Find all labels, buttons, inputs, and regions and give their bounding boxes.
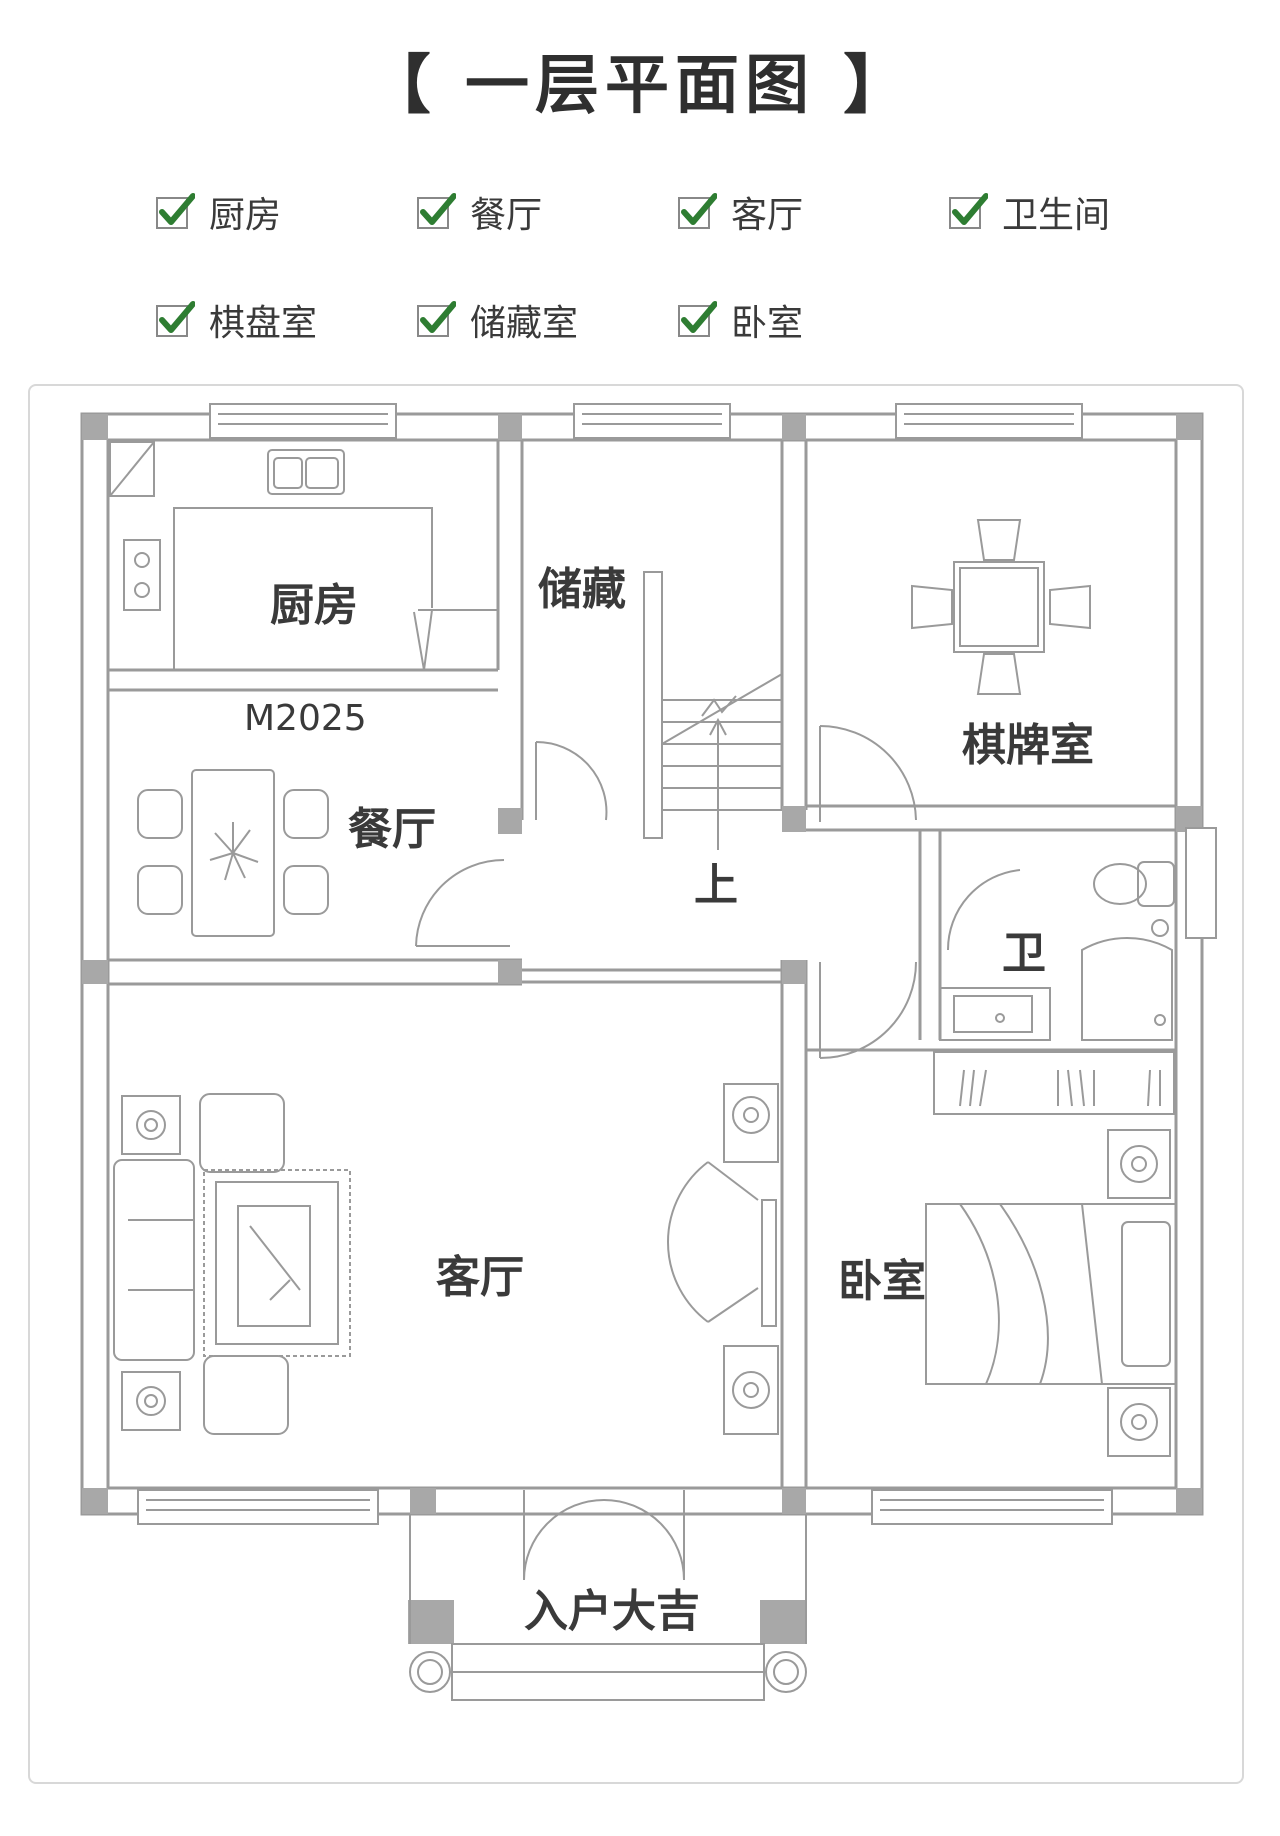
legend-item-storage: 储藏室 — [416, 296, 578, 344]
shelf — [933, 1051, 1175, 1115]
floor-plan: 厨房 储藏 棋牌室 M2025 餐厅 上 卫 客厅 卧室 入户大吉 — [80, 403, 1217, 1701]
room-label-storage: 储藏 — [538, 564, 626, 615]
legend-label: 餐厅 — [470, 195, 543, 236]
legend-label: 卫生间 — [1002, 195, 1111, 236]
bed — [925, 1129, 1177, 1457]
door-code: M2025 — [244, 698, 367, 739]
columns — [82, 414, 1202, 1644]
kitchen-fixtures — [109, 441, 498, 671]
dining-table — [137, 769, 329, 937]
stairs — [643, 571, 783, 850]
legend-item-kitchen: 厨房 — [155, 188, 281, 236]
check-icon — [949, 193, 988, 229]
room-label-kitchen: 厨房 — [270, 580, 358, 631]
legend-item-bedroom: 卧室 — [677, 296, 803, 344]
doors — [415, 725, 1021, 1581]
entry-porch — [409, 1514, 807, 1701]
room-label-cards: 棋牌室 — [962, 720, 1094, 771]
legend-item-dining: 餐厅 — [416, 188, 542, 236]
room-label-dining: 餐厅 — [348, 804, 436, 855]
room-label-entry: 入户大吉 — [524, 1586, 700, 1637]
room-label-stairs-up: 上 — [694, 860, 738, 911]
room-label-bathroom: 卫 — [1002, 928, 1046, 979]
legend-label: 客厅 — [731, 195, 804, 236]
legend-label: 卧室 — [731, 303, 804, 344]
check-icon — [156, 193, 195, 229]
room-label-bedroom: 卧室 — [838, 1256, 926, 1307]
legend-item-chess-room: 棋盘室 — [155, 296, 317, 344]
check-icon — [678, 193, 717, 229]
bathroom-fixtures — [939, 861, 1175, 1041]
check-icon — [417, 193, 456, 229]
check-icon — [678, 301, 717, 337]
page-title: 【 一层平面图 】 — [366, 49, 914, 123]
card-table — [911, 519, 1091, 695]
legend-item-living: 客厅 — [677, 188, 803, 236]
check-icon — [156, 301, 195, 337]
floor-plan-frame — [28, 384, 1244, 1784]
windows — [137, 403, 1217, 1525]
legend-item-bathroom: 卫生间 — [948, 188, 1110, 236]
room-label-living: 客厅 — [436, 1252, 524, 1303]
legend-label: 厨房 — [209, 195, 282, 236]
check-icon — [417, 301, 456, 337]
living-furniture — [113, 1083, 779, 1435]
legend-label: 棋盘室 — [209, 303, 318, 344]
legend-label: 储藏室 — [470, 303, 579, 344]
